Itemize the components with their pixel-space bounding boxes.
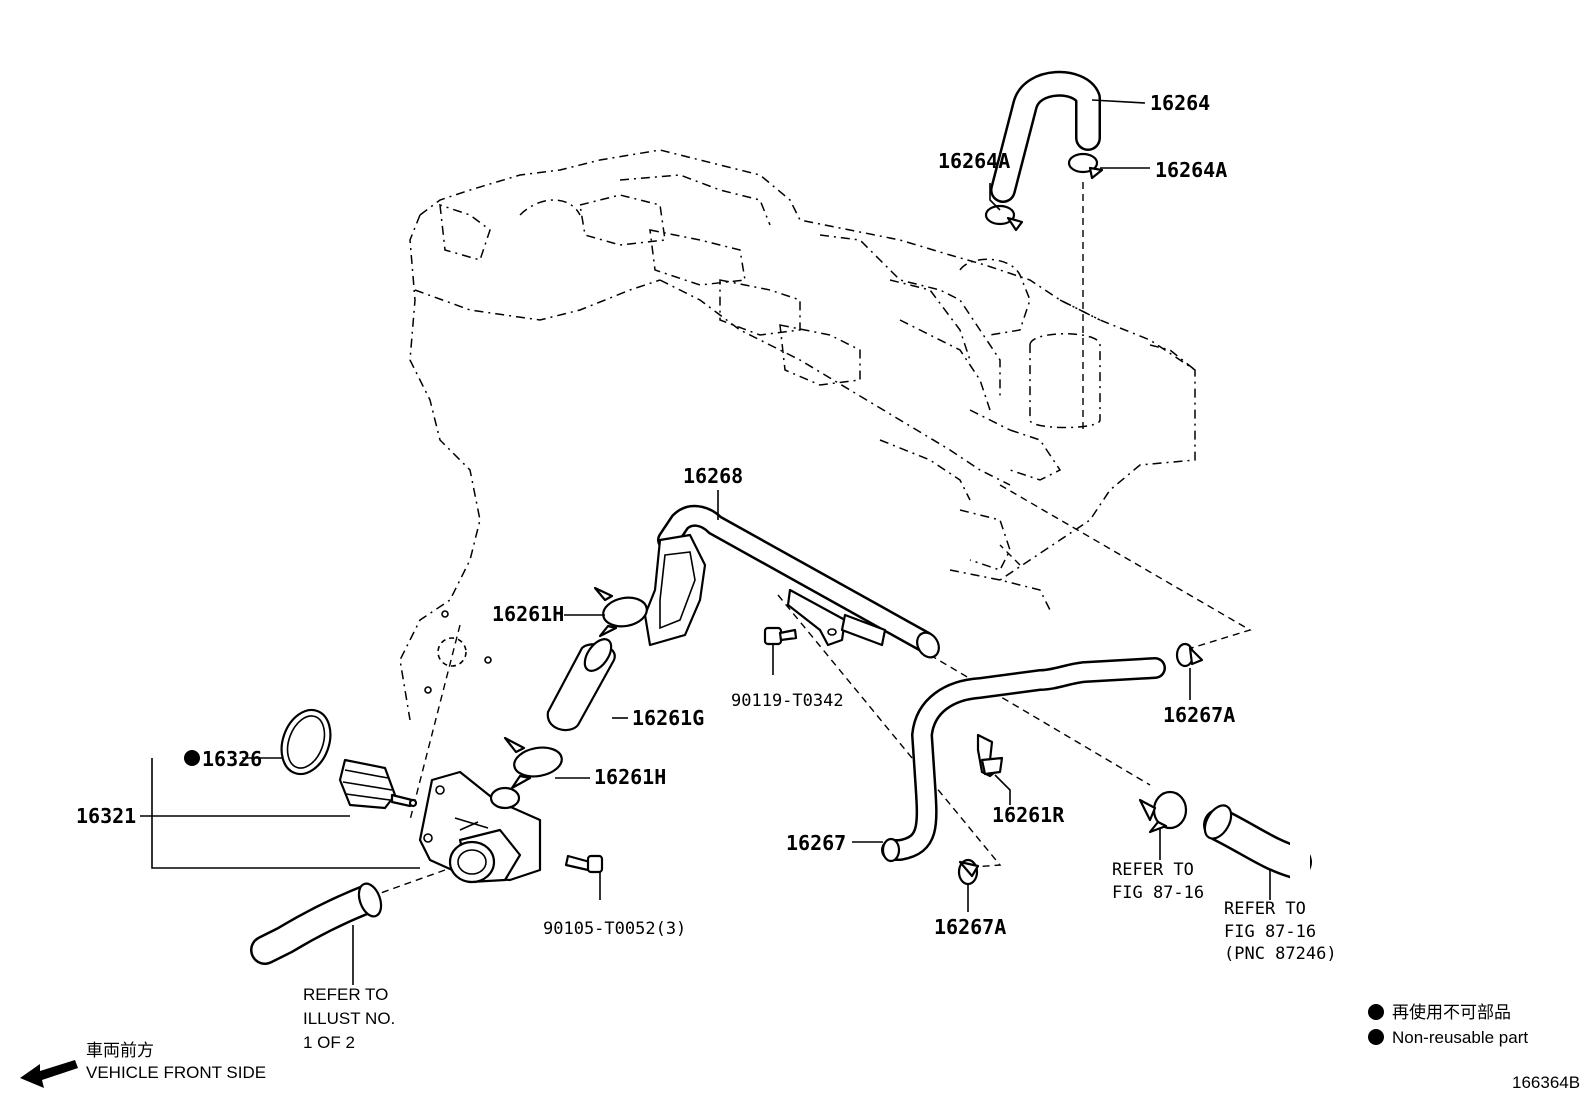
bolt-90105 bbox=[564, 854, 604, 900]
label-16267A-bottom: 16267A bbox=[934, 915, 1006, 939]
front-en: VEHICLE FRONT SIDE bbox=[86, 1063, 266, 1082]
refer-fig-b-line1: REFER TO bbox=[1224, 899, 1306, 919]
label-16326: 16326 bbox=[202, 747, 262, 771]
label-16261H-top: 16261H bbox=[492, 602, 564, 626]
front-jp: 車両前方 bbox=[86, 1041, 154, 1060]
label-16267: 16267 bbox=[786, 831, 846, 855]
vehicle-front-indicator: 車両前方 VEHICLE FRONT SIDE bbox=[20, 1041, 266, 1088]
clip-16264A-left bbox=[984, 204, 1024, 232]
label-90105: 90105-T0052(3) bbox=[543, 919, 686, 939]
refer-fig-b-line2: FIG 87-16 bbox=[1224, 922, 1316, 942]
refer-illust-line3: 1 OF 2 bbox=[303, 1033, 355, 1052]
hose-16267 bbox=[881, 657, 1166, 863]
refer-notes: REFER TO ILLUST NO. 1 OF 2 REFER TO FIG … bbox=[303, 860, 1337, 1052]
legend-jp: 再使用不可部品 bbox=[1392, 1002, 1511, 1022]
leader-lines bbox=[140, 99, 1150, 869]
diagram-id: 166364B bbox=[1512, 1073, 1580, 1092]
label-16321: 16321 bbox=[76, 804, 136, 828]
refer-fig-a-line1: REFER TO bbox=[1112, 860, 1194, 880]
refer-illust-line2: ILLUST NO. bbox=[303, 1009, 395, 1028]
legend-bullet-icon bbox=[1368, 1004, 1384, 1020]
refer-illust-line1: REFER TO bbox=[303, 985, 388, 1004]
label-16264A-left: 16264A bbox=[938, 149, 1010, 173]
water-inlet bbox=[418, 770, 542, 884]
clip-16267A-right bbox=[1175, 642, 1204, 700]
legend-bullet-icon-2 bbox=[1368, 1029, 1384, 1045]
clip-16261H-top bbox=[593, 586, 648, 638]
label-16261R: 16261R bbox=[992, 803, 1065, 827]
hose-16261G bbox=[546, 638, 616, 732]
bolt-90119 bbox=[763, 626, 798, 675]
assembly-lines bbox=[374, 182, 1252, 896]
label-16264: 16264 bbox=[1150, 91, 1210, 115]
clip-refer-fig-a bbox=[1138, 790, 1188, 860]
label-16267A-right: 16267A bbox=[1163, 703, 1235, 727]
legend: 再使用不可部品 Non-reusable part bbox=[1368, 1002, 1528, 1047]
hose-16264 bbox=[990, 70, 1101, 203]
refer-fig-b-line3: (PNC 87246) bbox=[1224, 944, 1337, 964]
clip-16261H-bottom bbox=[503, 736, 563, 790]
gasket-16326 bbox=[280, 708, 332, 776]
clip-16264A-right bbox=[1067, 152, 1104, 180]
label-16261H-bottom: 16261H bbox=[594, 765, 666, 789]
refer-fig-a-line2: FIG 87-16 bbox=[1112, 883, 1204, 903]
front-arrow-icon bbox=[20, 1060, 78, 1088]
clip-16267A-bottom bbox=[957, 858, 980, 912]
lower-hose bbox=[250, 882, 383, 985]
clip-16261R bbox=[976, 733, 1011, 805]
non-reusable-bullet-icon bbox=[184, 750, 200, 766]
hose-refer-fig-b bbox=[1203, 804, 1312, 900]
part-labels: 16264 16264A 16264A 16268 16261H 16261G … bbox=[76, 91, 1235, 939]
label-16261G: 16261G bbox=[632, 706, 704, 730]
label-16268: 16268 bbox=[683, 464, 743, 488]
engine-outline bbox=[399, 149, 1196, 721]
pipe-16268 bbox=[643, 504, 940, 659]
legend-en: Non-reusable part bbox=[1392, 1028, 1528, 1047]
thermostat bbox=[338, 758, 418, 810]
label-16264A-right: 16264A bbox=[1155, 158, 1227, 182]
label-90119: 90119-T0342 bbox=[731, 691, 844, 711]
